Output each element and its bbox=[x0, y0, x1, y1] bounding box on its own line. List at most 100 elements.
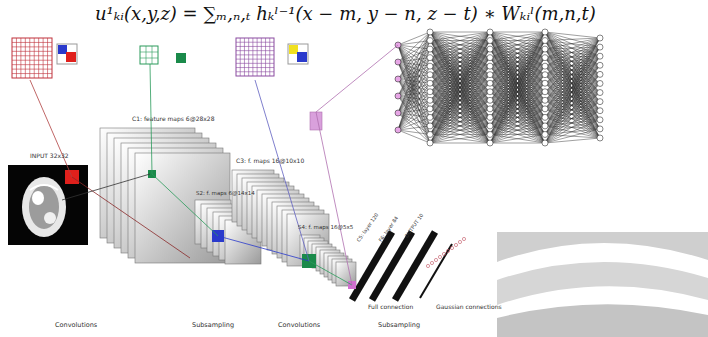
net-weight bbox=[430, 32, 490, 33]
net-weight bbox=[430, 134, 490, 143]
net-weight bbox=[490, 32, 545, 134]
dense-layer-bar bbox=[372, 232, 412, 300]
output-unit bbox=[450, 246, 453, 249]
kernel-cell bbox=[58, 45, 67, 54]
net-weight bbox=[430, 100, 490, 143]
neuron bbox=[597, 117, 603, 123]
net-weight bbox=[545, 102, 600, 143]
neuron bbox=[395, 76, 401, 82]
neuron bbox=[542, 55, 548, 61]
grid-line bbox=[16, 38, 17, 78]
net-weight bbox=[490, 75, 545, 143]
neuron bbox=[487, 114, 493, 120]
net-weight bbox=[490, 66, 545, 143]
net-weight bbox=[545, 38, 600, 109]
output-unit bbox=[446, 249, 449, 252]
net-weight bbox=[430, 32, 490, 143]
net-weight bbox=[398, 41, 430, 130]
grid-line bbox=[236, 59, 274, 60]
kernel-grid bbox=[12, 38, 52, 78]
neuron bbox=[542, 97, 548, 103]
net-weight bbox=[545, 93, 600, 143]
net-weight bbox=[398, 32, 430, 130]
net-weight bbox=[545, 47, 600, 143]
projection-line bbox=[72, 177, 190, 258]
projection-line bbox=[316, 112, 352, 285]
pooled-patch bbox=[310, 112, 322, 130]
kernel-box bbox=[288, 44, 308, 64]
dense-layer-bar bbox=[395, 232, 435, 300]
neuron bbox=[542, 63, 548, 69]
neuron bbox=[487, 55, 493, 61]
net-weight bbox=[490, 32, 545, 83]
net-weight bbox=[430, 32, 490, 49]
dense-layer-bar bbox=[420, 244, 452, 298]
grid-line bbox=[269, 38, 270, 76]
output-unit bbox=[438, 255, 441, 258]
dense-layer-bar bbox=[352, 232, 392, 300]
neuron bbox=[487, 80, 493, 86]
net-weight bbox=[490, 32, 545, 143]
net-weight bbox=[430, 109, 490, 143]
net-weight bbox=[490, 134, 545, 143]
net-weight bbox=[430, 92, 490, 143]
net-weight bbox=[545, 111, 600, 143]
net-weight bbox=[430, 143, 490, 144]
grid-line bbox=[38, 38, 39, 78]
net-weight bbox=[545, 38, 600, 58]
net-weight bbox=[490, 58, 545, 143]
operation-label: Convolutions bbox=[278, 322, 320, 329]
neuron bbox=[542, 29, 548, 35]
kernel-grid bbox=[140, 46, 158, 64]
net-weight bbox=[398, 66, 430, 130]
neuron bbox=[597, 53, 603, 59]
net-weight bbox=[430, 32, 490, 143]
grid-line bbox=[152, 46, 153, 64]
operation-label: Convolutions bbox=[55, 322, 97, 329]
net-weight bbox=[545, 38, 600, 126]
kernel-grid bbox=[236, 38, 274, 76]
net-weight bbox=[545, 109, 600, 129]
neuron bbox=[427, 89, 433, 95]
neuron bbox=[487, 106, 493, 112]
grid-line bbox=[257, 38, 258, 76]
net-weight bbox=[490, 92, 545, 143]
neuron bbox=[427, 72, 433, 78]
net-weight bbox=[398, 32, 430, 96]
grid-line bbox=[236, 67, 274, 68]
net-weight bbox=[398, 126, 430, 130]
net-weight bbox=[490, 32, 545, 83]
kernel-cell bbox=[297, 52, 307, 62]
net-weight bbox=[430, 75, 490, 143]
neuron bbox=[597, 108, 603, 114]
neuron bbox=[542, 46, 548, 52]
grid-line bbox=[12, 46, 52, 47]
net-weight bbox=[430, 32, 490, 41]
neuron bbox=[427, 106, 433, 112]
net-weight bbox=[398, 32, 430, 45]
output-unit bbox=[462, 237, 465, 240]
net-weight bbox=[545, 49, 600, 138]
net-weight bbox=[490, 32, 545, 100]
neuron bbox=[487, 89, 493, 95]
grid-line bbox=[12, 51, 52, 52]
grid-line bbox=[43, 38, 44, 78]
kernel-cell bbox=[176, 53, 186, 63]
grid-line bbox=[236, 71, 274, 72]
neuron bbox=[597, 135, 603, 141]
net-weight bbox=[545, 120, 600, 143]
net-weight bbox=[490, 32, 545, 100]
grid-line bbox=[12, 60, 52, 61]
net-weight bbox=[430, 66, 490, 143]
net-weight bbox=[398, 32, 430, 113]
neuron bbox=[487, 131, 493, 137]
net-weight bbox=[430, 75, 490, 143]
grid-line bbox=[244, 38, 245, 76]
neuron bbox=[427, 38, 433, 44]
net-weight bbox=[545, 49, 600, 111]
neuron bbox=[542, 114, 548, 120]
net-weight bbox=[490, 49, 545, 143]
net-weight bbox=[545, 74, 600, 143]
projection-line bbox=[30, 80, 72, 177]
feature-map-stacks bbox=[100, 128, 466, 300]
